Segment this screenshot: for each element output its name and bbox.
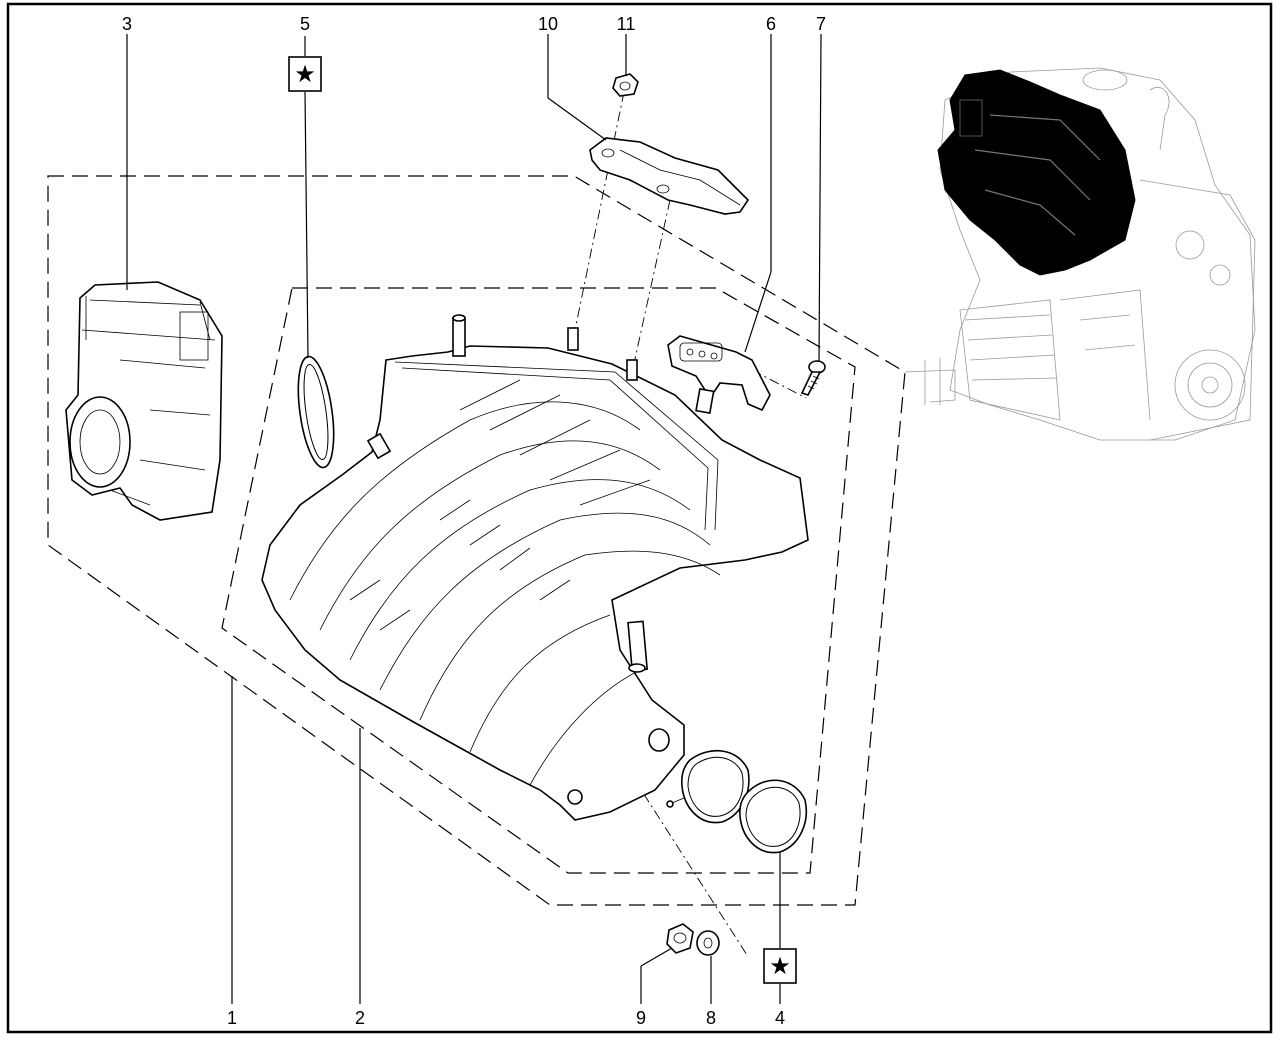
assembly-boundary-1 — [47, 175, 906, 906]
star-icon: ★ — [294, 60, 316, 88]
assembly-boundary-2 — [221, 287, 856, 874]
callout-label-3: 3 — [122, 14, 132, 34]
callout-label-7: 7 — [816, 14, 826, 34]
mounting-bracket — [589, 137, 750, 215]
throttle-gasket — [297, 355, 335, 469]
throttle-body — [65, 281, 223, 521]
callout-label-4: 4 — [775, 1008, 785, 1028]
callout-label-5: 5 — [300, 14, 310, 34]
leader-lines — [126, 33, 822, 1004]
callout-label-2: 2 — [355, 1008, 365, 1028]
callout-label-10: 10 — [538, 14, 558, 34]
engine-location-thumbnail — [904, 67, 1256, 441]
callout-label-6: 6 — [766, 14, 776, 34]
callout-label-1: 1 — [227, 1008, 237, 1028]
axis-nut-washer — [621, 759, 748, 956]
axis-sensor-screw — [574, 91, 625, 331]
pressure-sensor — [667, 335, 771, 414]
intake-manifold — [261, 314, 809, 821]
manifold-nut — [666, 923, 694, 954]
callout-label-8: 8 — [706, 1008, 716, 1028]
star-icon: ★ — [769, 952, 791, 980]
star-marker-part-4: ★ — [763, 948, 797, 984]
diagram-frame — [6, 2, 1273, 1034]
bracket-nut — [612, 73, 639, 97]
callout-label-9: 9 — [636, 1008, 646, 1028]
sensor-screw — [800, 360, 826, 396]
port-gaskets — [666, 749, 807, 854]
manifold-washer — [696, 930, 720, 956]
axis-bracket-stud — [632, 199, 671, 369]
star-marker-part-5: ★ — [288, 56, 322, 92]
callout-label-11: 11 — [617, 14, 636, 34]
